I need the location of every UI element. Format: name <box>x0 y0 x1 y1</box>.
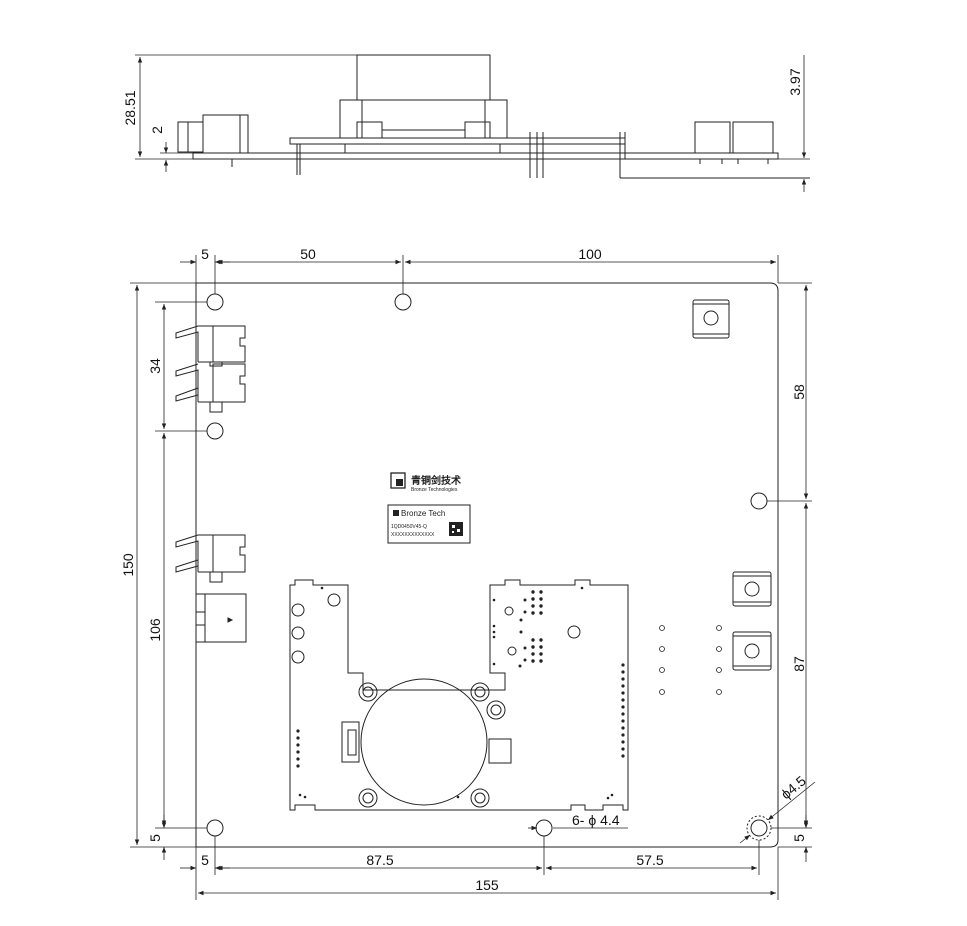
mounting-hole-left-middle <box>206 422 224 440</box>
mounting-hole-bottom-left <box>206 819 224 837</box>
mounting-hole-bottom-middle <box>535 819 553 837</box>
side-view <box>135 54 810 179</box>
side-tall-component <box>356 54 491 101</box>
mounting-hole-right-middle <box>750 492 768 510</box>
side-connector-left <box>202 114 249 154</box>
dim-top-100: 100 <box>578 246 602 262</box>
label-brand-icon <box>393 510 399 516</box>
mounting-hole-bottom-right <box>750 819 768 837</box>
label-model: 1QD0450V45-Q <box>391 524 427 530</box>
side-pcb <box>192 152 779 160</box>
top-view <box>175 282 779 848</box>
dim-right-58: 58 <box>791 384 807 400</box>
label-serial: XXXXXXXXXXXXX <box>391 532 435 538</box>
capacitor-clip-right <box>488 738 512 764</box>
side-dimension-lines <box>137 55 807 192</box>
side-carrier-board <box>289 137 626 145</box>
driver-module-outline <box>289 579 629 811</box>
dim-left-150: 150 <box>120 553 136 577</box>
big-capacitor <box>360 678 488 806</box>
mounting-hole-top-left <box>206 293 224 311</box>
side-block-left <box>356 121 383 139</box>
board-outline <box>195 282 779 848</box>
hole-callout: 6- ϕ 4.4 <box>572 812 620 828</box>
tact-switch-right-1 <box>732 571 772 607</box>
side-connector-plug <box>177 121 204 153</box>
top-dimension-lines <box>130 255 816 900</box>
dim-bottom-87-5: 87.5 <box>366 852 393 868</box>
qr-code-icon <box>449 522 463 536</box>
logo-text: 青铜剑技术 <box>411 474 461 487</box>
dim-top-50: 50 <box>300 246 316 262</box>
label-brand: Bronze Tech <box>401 509 445 518</box>
dim-left-5: 5 <box>147 834 163 842</box>
dim-bottom-155: 155 <box>475 877 499 893</box>
side-switch-1 <box>694 121 731 154</box>
tact-switch-top-right <box>692 299 730 339</box>
side-post-right <box>484 99 508 139</box>
diameter-callout: ϕ4.5 <box>778 772 809 802</box>
mounting-hole-top-middle <box>394 293 412 311</box>
dim-side-right: 3.97 <box>787 68 803 95</box>
dim-bottom-5: 5 <box>201 852 209 868</box>
side-block-right <box>464 121 491 139</box>
pad-arrays <box>296 586 625 800</box>
terminal-block-left <box>195 593 247 643</box>
dim-top-5: 5 <box>201 246 209 262</box>
connector-left-middle <box>175 534 246 583</box>
side-switch-2 <box>732 121 774 154</box>
logo-mark-icon <box>390 472 406 489</box>
connector-group-top-left <box>175 325 246 413</box>
capacitor-clip-left <box>341 721 360 763</box>
dim-bottom-57-5: 57.5 <box>636 852 663 868</box>
via-columns-right <box>659 625 722 695</box>
side-post-left <box>339 99 363 139</box>
dim-left-106: 106 <box>147 618 163 642</box>
product-label: Bronze Tech 1QD0450V45-Q XXXXXXXXXXXXX <box>387 504 471 544</box>
company-logo: 青铜剑技术 Bronze Technologies <box>390 472 461 493</box>
tact-switch-right-2 <box>732 631 772 671</box>
dim-right-5: 5 <box>791 834 807 842</box>
dim-left-34: 34 <box>147 358 163 374</box>
logo-subtext: Bronze Technologies <box>411 487 458 493</box>
dim-right-87: 87 <box>791 656 807 672</box>
dim-side-height: 28.51 <box>122 90 138 125</box>
dim-side-offset: 2 <box>149 126 165 134</box>
